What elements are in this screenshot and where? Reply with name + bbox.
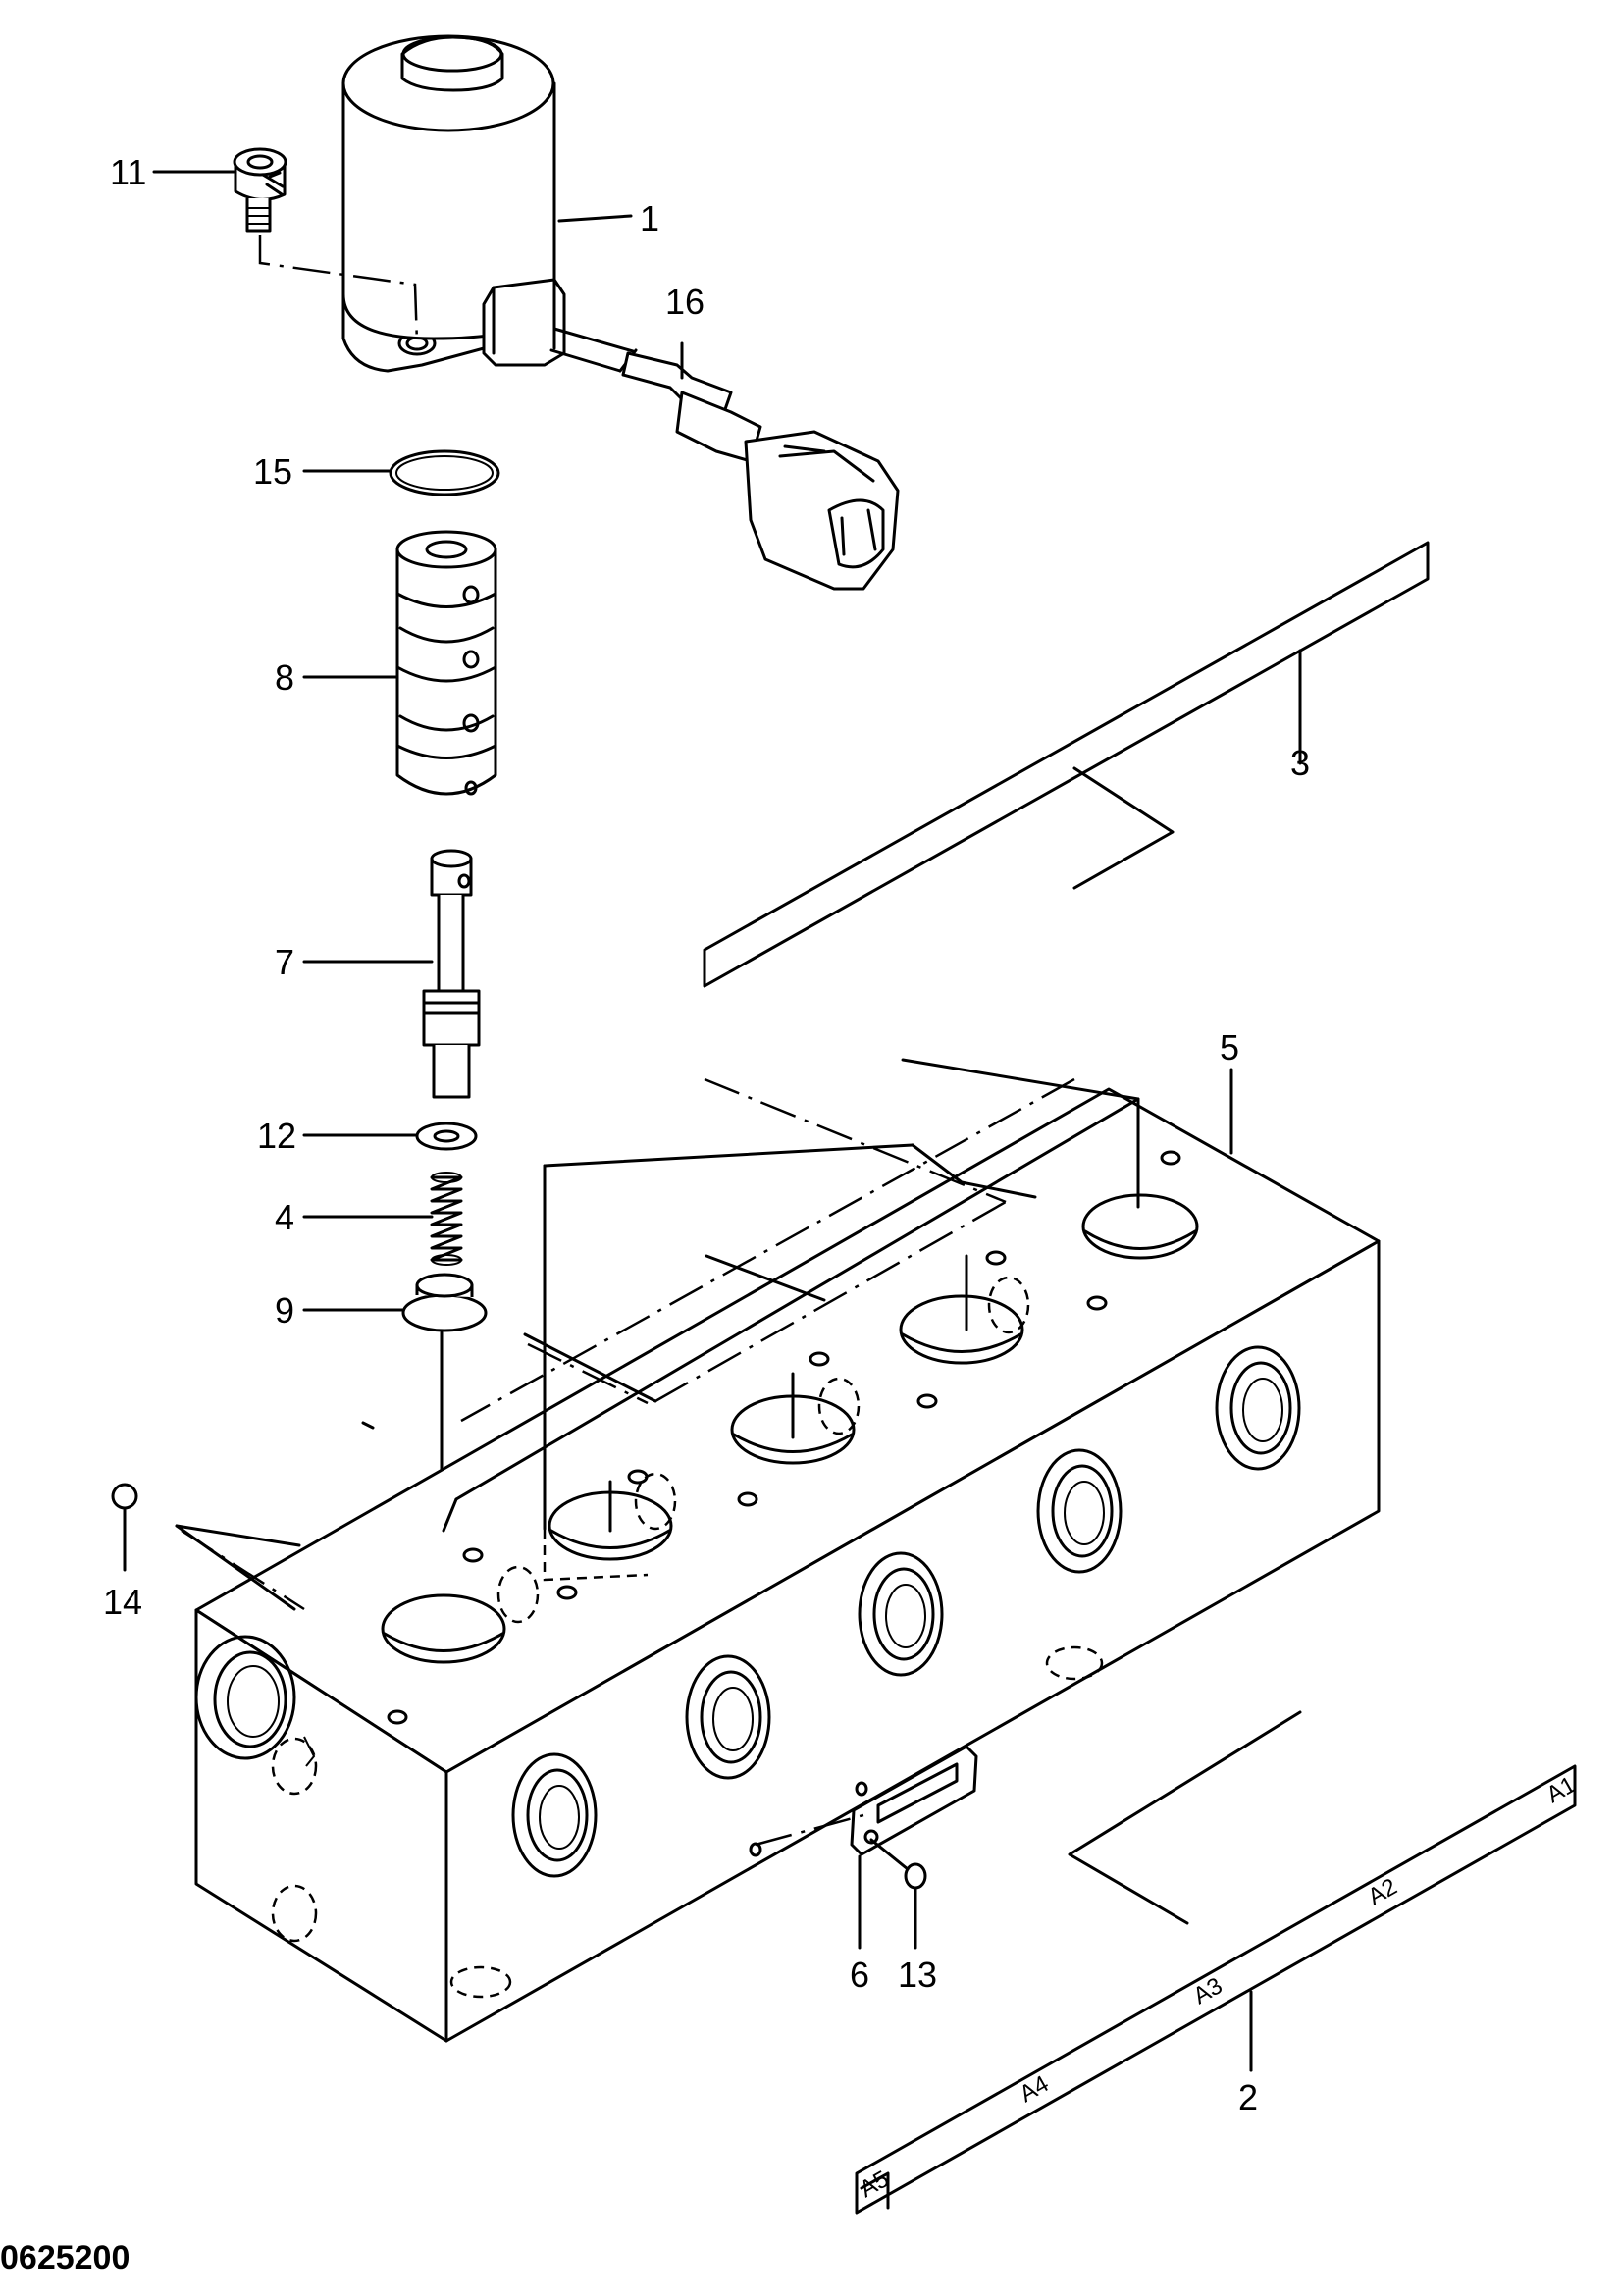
pin-part <box>424 851 479 1097</box>
solenoid-part <box>343 36 564 371</box>
callout-labels: 1 16 11 15 8 3 7 5 12 4 9 14 6 13 2 <box>103 152 1310 2117</box>
callout-16: 16 <box>665 282 705 322</box>
callout-1: 1 <box>640 198 659 238</box>
side-port-3 <box>860 1553 942 1675</box>
callout-5: 5 <box>1220 1027 1239 1068</box>
callout-11: 11 <box>110 152 146 192</box>
side-port-4 <box>1038 1450 1121 1572</box>
valve-block-part <box>196 1089 1379 2041</box>
callout-7: 7 <box>275 942 294 982</box>
callout-6: 6 <box>850 1955 869 1995</box>
spool-part <box>397 532 496 794</box>
callout-9: 9 <box>275 1290 294 1331</box>
callout-12: 12 <box>257 1116 296 1156</box>
o-ring-part <box>391 451 498 495</box>
callout-3: 3 <box>1290 743 1310 783</box>
port-4-ring <box>901 1296 1022 1363</box>
side-port-5 <box>1217 1347 1299 1469</box>
rivet-part <box>906 1864 925 1888</box>
callout-4: 4 <box>275 1197 294 1237</box>
callout-14: 14 <box>103 1582 142 1622</box>
side-port-end <box>196 1637 294 1758</box>
port-5-ring <box>1083 1195 1197 1258</box>
spring-part <box>432 1173 461 1265</box>
washer-part <box>417 1123 476 1149</box>
harness-part <box>551 329 898 589</box>
port-1-ring <box>383 1595 504 1662</box>
side-port-1 <box>513 1754 596 1876</box>
plug-part <box>113 1485 136 1508</box>
callout-8: 8 <box>275 657 294 698</box>
name-plate-part <box>852 1747 976 1854</box>
drawing-number: 0625200 <box>0 2239 130 2276</box>
side-port-2 <box>687 1656 769 1778</box>
nameplate-strip-part <box>857 1766 1575 2213</box>
bolt-part <box>235 149 286 231</box>
callout-leaders <box>154 172 1300 2070</box>
callout-2: 2 <box>1238 2077 1258 2117</box>
seat-part <box>403 1275 486 1331</box>
callout-15: 15 <box>253 451 292 492</box>
plate-strip-part <box>705 543 1428 986</box>
callout-13: 13 <box>898 1955 937 1995</box>
